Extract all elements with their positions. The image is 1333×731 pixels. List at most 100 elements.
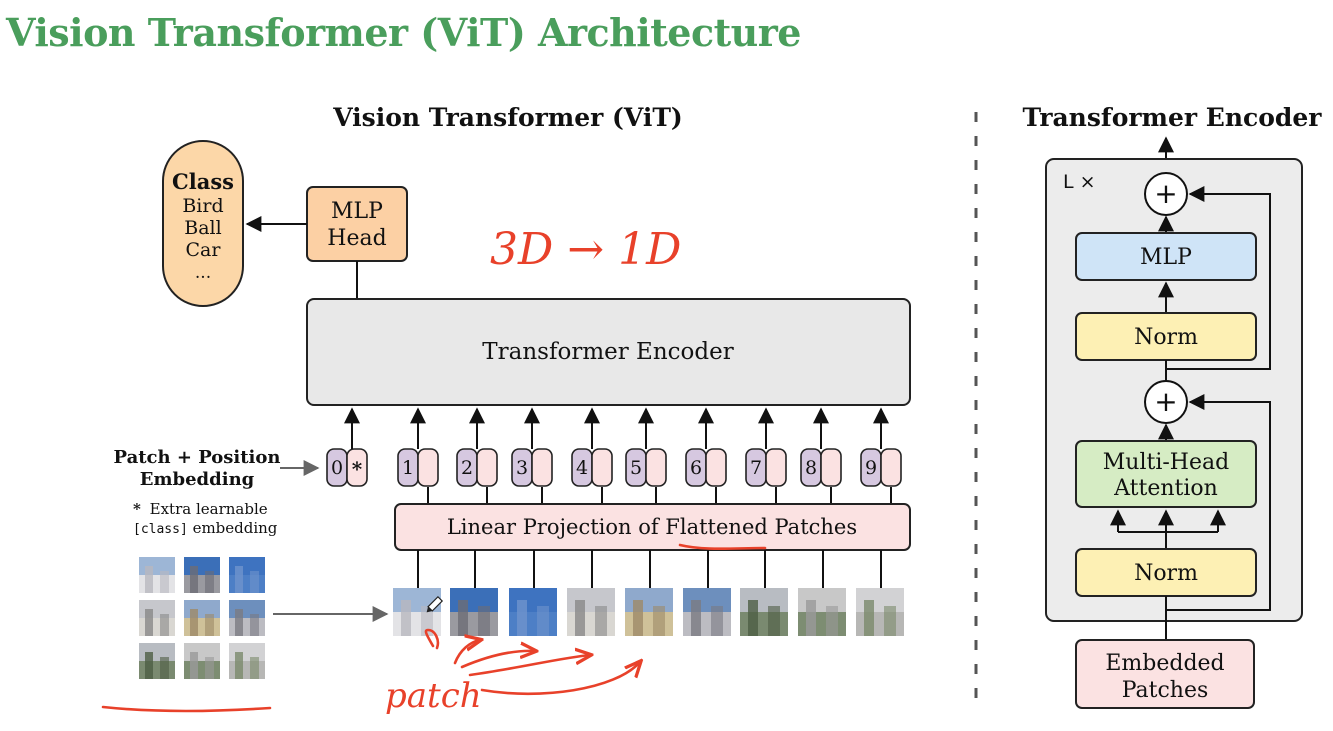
patch-thumbnail-5 <box>625 550 673 636</box>
patch-thumbnail-7 <box>740 550 788 636</box>
transformer-encoder-label: Transformer Encoder <box>482 339 733 365</box>
class-token-marker: * <box>352 457 363 481</box>
embedded-patches-line1: Embedded <box>1105 651 1224 676</box>
class-item-bird: Bird <box>182 195 223 217</box>
class-item-more: ... <box>195 263 211 283</box>
encoder-attention-block: Multi-Head Attention <box>1075 440 1257 508</box>
patch-embedding-9 <box>880 448 902 487</box>
class-item-car: Car <box>186 239 222 261</box>
patch-arrow-1 <box>424 628 440 650</box>
extra-note-class-code: [class] <box>133 522 188 537</box>
patch-embedding-2 <box>476 448 498 487</box>
position-number-5: 5 <box>630 457 642 479</box>
patch-embedding-4 <box>591 448 613 487</box>
patch-arrow-2 <box>453 640 480 665</box>
encoder-mlp-label: MLP <box>1140 245 1192 270</box>
patch-embedding-7 <box>765 448 787 487</box>
token-pair-8: 8 <box>800 407 842 504</box>
grid-patch-6 <box>229 600 265 636</box>
mlp-head-line1: MLP <box>331 199 383 224</box>
position-number-7: 7 <box>750 457 762 479</box>
residual-connection-bottom <box>1166 394 1271 611</box>
encoder-norm-top-label: Norm <box>1134 325 1198 350</box>
token-pair-4: 4 <box>571 407 613 504</box>
token-pair-0: 0* <box>326 407 368 487</box>
position-number-3: 3 <box>516 457 528 479</box>
grid-patch-1 <box>139 557 175 593</box>
extra-note-star: * <box>133 500 141 518</box>
underline-grid <box>101 705 272 713</box>
patch-thumbnail-9 <box>856 550 904 636</box>
patch-arrow-3 <box>460 651 535 669</box>
position-number-9: 9 <box>865 457 877 479</box>
annotation-dims: 3D → 1D <box>490 224 681 275</box>
token-pair-2: 2 <box>456 407 498 504</box>
encoder-norm-bottom-label: Norm <box>1134 561 1198 586</box>
position-number-0: 0 <box>331 457 343 479</box>
token-pair-7: 7 <box>745 407 787 504</box>
patch-thumbnail-6 <box>683 550 731 636</box>
patch-thumbnail-8 <box>798 550 846 636</box>
patch-embedding-3 <box>531 448 553 487</box>
position-number-8: 8 <box>805 457 817 479</box>
encoder-attention-line2: Attention <box>1113 476 1218 501</box>
position-number-6: 6 <box>690 457 702 479</box>
grid-patch-7 <box>139 643 175 679</box>
add-node-bottom: + <box>1144 380 1188 424</box>
pencil-cursor-icon <box>426 595 444 613</box>
mlp-head-line2: Head <box>327 226 386 251</box>
linear-projection-label: Linear Projection of Flattened Patches <box>447 515 857 539</box>
patch-embedding-8 <box>820 448 842 487</box>
add-symbol-bottom: + <box>1154 385 1177 418</box>
residual-connection-top <box>1166 186 1271 370</box>
grid-patch-2 <box>184 557 220 593</box>
add-node-top: + <box>1144 172 1188 216</box>
patch-position-label-2: Embedding <box>140 469 255 490</box>
position-number-2: 2 <box>461 457 473 479</box>
grid-patch-3 <box>229 557 265 593</box>
patch-sequence <box>393 550 904 636</box>
patch-embedding-1 <box>417 448 439 487</box>
patch-thumbnail-3 <box>509 550 557 636</box>
add-symbol-top: + <box>1154 177 1177 210</box>
extra-note-class-rest: embedding <box>188 519 278 537</box>
patch-embedding-5 <box>645 448 667 487</box>
encoder-norm-top-block: Norm <box>1075 312 1257 361</box>
class-title: Class <box>172 169 234 194</box>
mlp-head-box: MLP Head <box>306 186 408 262</box>
patch-thumbnail-1 <box>393 550 441 636</box>
extra-note-line2: [class] embedding <box>133 519 278 537</box>
token-pair-6: 6 <box>685 407 727 504</box>
embedded-patches-line2: Patches <box>1122 678 1209 703</box>
grid-patch-9 <box>229 643 265 679</box>
patch-arrow-4 <box>468 655 590 677</box>
encoder-repeat-label: L × <box>1063 171 1096 193</box>
slide-title: Vision Transformer (ViT) Architecture <box>6 10 801 55</box>
qkv-arrows <box>1110 509 1226 549</box>
underline-flattened <box>678 543 767 551</box>
vit-heading: Vision Transformer (ViT) <box>332 103 683 132</box>
position-number-1: 1 <box>402 457 414 479</box>
grid-patch-4 <box>139 600 175 636</box>
patch-arrow-5 <box>480 662 640 696</box>
token-pair-3: 3 <box>511 407 553 504</box>
extra-note-text: Extra learnable <box>150 500 268 518</box>
class-item-ball: Ball <box>184 217 221 239</box>
annotation-patch-word: patch <box>385 676 482 716</box>
patch-thumbnail-2 <box>450 550 498 636</box>
transformer-encoder-box: Transformer Encoder <box>306 298 911 406</box>
input-image-grid <box>139 557 265 679</box>
linear-projection-box: Linear Projection of Flattened Patches <box>394 503 911 551</box>
grid-patch-5 <box>184 600 220 636</box>
encoder-detail-heading: Transformer Encoder <box>1023 103 1323 132</box>
encoder-norm-bottom-block: Norm <box>1075 548 1257 597</box>
extra-note-line1: * Extra learnable <box>133 500 268 518</box>
handwritten-annotations: 3D → 1D patch <box>101 224 767 716</box>
embedded-patches-block: Embedded Patches <box>1075 639 1255 709</box>
token-pair-1: 1 <box>397 407 439 504</box>
encoder-mlp-block: MLP <box>1075 232 1257 281</box>
position-number-4: 4 <box>576 457 588 479</box>
encoder-attention-line1: Multi-Head <box>1103 450 1229 475</box>
